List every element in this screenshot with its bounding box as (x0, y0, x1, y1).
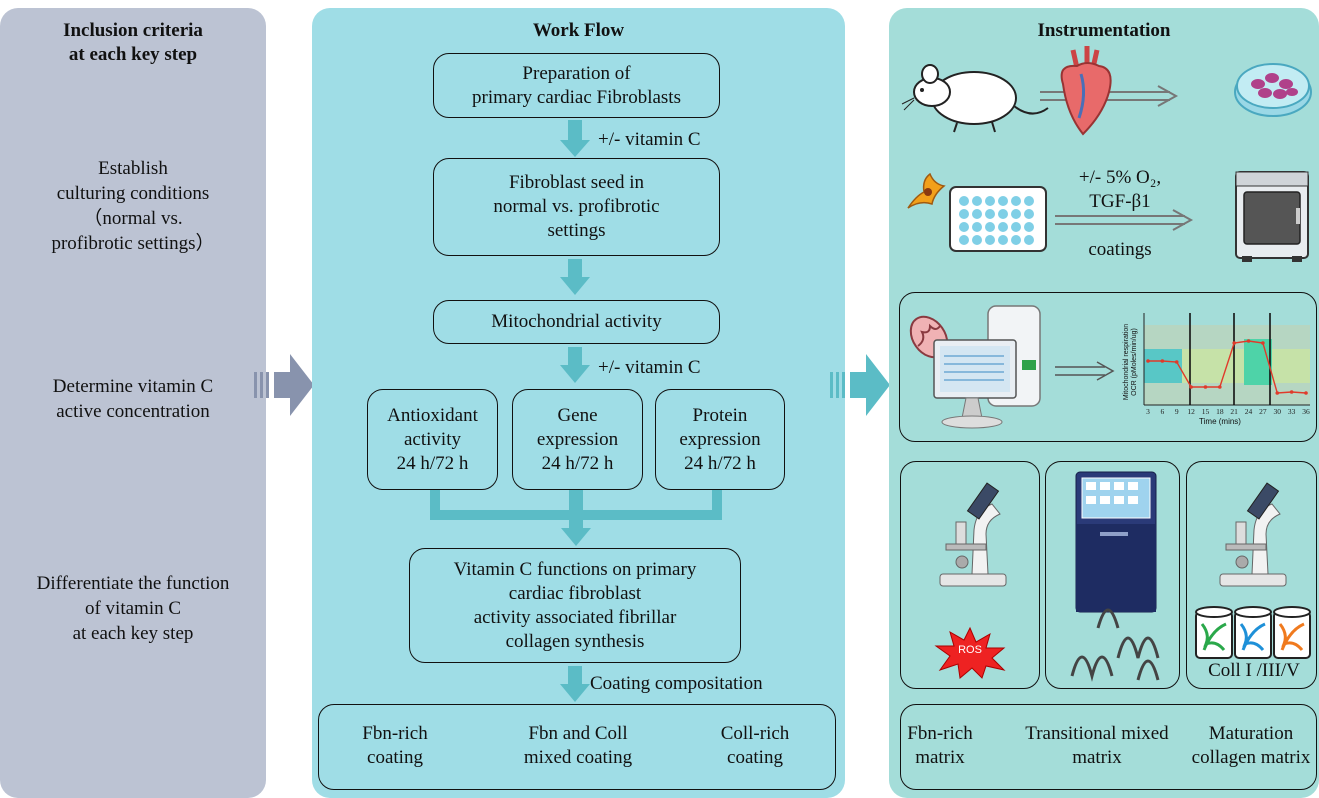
transfer-arrow-icon (1055, 209, 1194, 231)
workflow-to-instrument-arrow-icon (830, 354, 890, 416)
ocr-basal-fill (1144, 349, 1182, 383)
collagen-label: Coll I /III/V (1208, 660, 1300, 681)
ocr-tick-label: 33 (1288, 407, 1296, 416)
ocr-series-point (1304, 391, 1308, 395)
down-arrow-icon (560, 347, 590, 383)
ocr-ylabel: Mitochondrial respiration OCR (pMoles/mi… (1123, 323, 1138, 401)
matrix-fbn-rich: Fbn-rich matrix (907, 723, 973, 768)
mouse-icon (901, 64, 1049, 133)
ros-burst-icon (934, 626, 1006, 679)
ocr-series-line (1148, 340, 1307, 394)
microscope-ros-box (900, 461, 1040, 689)
fibroblast-cell-icon (907, 172, 946, 209)
coatings-label: coatings (1088, 239, 1152, 260)
ocr-tick-label: 12 (1187, 407, 1195, 416)
coating-coll-rich: Coll-rich coating (720, 723, 790, 768)
ocr-series-point (1261, 341, 1265, 345)
ocr-maximal-fill (1244, 339, 1272, 385)
microscope-icon (1219, 482, 1287, 587)
branch-protein-box: Protein expression 24 h/72 h (655, 389, 785, 490)
inclusion-criteria-title: Inclusion criteria at each key step (63, 20, 203, 65)
ocr-series-point (1146, 359, 1150, 363)
dna-helix-icon (1070, 608, 1160, 682)
microscope-coll-box (1186, 461, 1317, 689)
ocr-series-point (1203, 385, 1208, 389)
step-preparation-box: Preparation of primary cardiac Fibroblas… (433, 53, 720, 118)
left-to-workflow-arrow-icon (254, 354, 314, 416)
ocr-series-point (1218, 385, 1222, 389)
microscope-icon (939, 482, 1007, 587)
ocr-tick-label: 6 (1160, 407, 1164, 416)
down-arrow-icon (560, 120, 590, 157)
result-box: Vitamin C functions on primary cardiac f… (409, 548, 741, 663)
step-seed-box: Fibroblast seed in normal vs. profibroti… (433, 158, 720, 256)
ocr-series-point (1189, 385, 1193, 389)
branch-antioxidant-box: Antioxidant activity 24 h/72 h (367, 389, 498, 490)
ocr-tick-label: 3 (1146, 407, 1150, 416)
ocr-tick-label: 15 (1202, 407, 1210, 416)
workflow-title: Work Flow (532, 20, 625, 41)
ocr-xlabel: Time (mins) (1199, 417, 1241, 426)
matrix-maturation: Maturation collagen matrix (1191, 723, 1311, 768)
ocr-series-point (1246, 339, 1251, 343)
sequencer-box (1045, 461, 1180, 689)
criteria-culturing: Establish culturing conditions （normal v… (51, 158, 215, 254)
ocr-series-point (1174, 360, 1179, 364)
culture-conditions: +/- 5% O₂, TGF-β1 (1078, 167, 1162, 212)
seahorse-analyzer-icon (933, 305, 1041, 429)
ros-label: ROS (958, 644, 982, 656)
sequencer-instrument-icon (1075, 471, 1157, 613)
transfer-arrow-icon (1055, 361, 1115, 381)
matrix-transitional: Transitional mixed matrix (1025, 723, 1169, 768)
note-coating: Coating compositation (590, 673, 763, 694)
ocr-series-point (1160, 359, 1165, 363)
ocr-series-point (1232, 341, 1236, 345)
coating-mixed: Fbn and Coll mixed coating (523, 723, 633, 768)
ocr-tick-label: 36 (1302, 407, 1310, 416)
inclusion-criteria-panel: Inclusion criteria at each key step Esta… (0, 8, 266, 798)
note-vitamin-c-1: +/- vitamin C (598, 129, 701, 150)
ocr-tick-label: 27 (1259, 407, 1267, 416)
criteria-function: Differentiate the function of vitamin C … (36, 573, 230, 644)
collagen-tubes-icon (1195, 606, 1311, 659)
ocr-tick-label: 9 (1175, 407, 1179, 416)
ocr-tick-label: 24 (1245, 407, 1253, 416)
incubator-icon (1235, 171, 1309, 262)
note-vitamin-c-2: +/- vitamin C (598, 357, 701, 378)
coating-fbn-rich: Fbn-rich coating (362, 723, 428, 768)
ocr-tick-label: 30 (1274, 407, 1282, 416)
heart-icon (1060, 46, 1112, 136)
coatings-box (318, 704, 836, 790)
seahorse-box (899, 292, 1317, 442)
petri-dish-icon (1234, 63, 1312, 117)
ocr-tick-label: 21 (1230, 407, 1238, 416)
merge-arrow-icon (430, 490, 722, 546)
down-arrow-icon (560, 259, 590, 295)
well-plate-icon (949, 186, 1047, 252)
step-mitochondrial-box: Mitochondrial activity (433, 300, 720, 344)
criteria-concentration: Determine vitamin C active concentration (52, 376, 214, 422)
instrumentation-title: Instrumentation (1037, 20, 1171, 41)
ocr-series-point (1275, 391, 1280, 395)
ocr-series-point (1289, 390, 1294, 394)
branch-gene-box: Gene expression 24 h/72 h (512, 389, 643, 490)
ocr-tick-label: 18 (1216, 407, 1224, 416)
down-arrow-icon (560, 666, 590, 702)
matrices-box (900, 704, 1317, 790)
